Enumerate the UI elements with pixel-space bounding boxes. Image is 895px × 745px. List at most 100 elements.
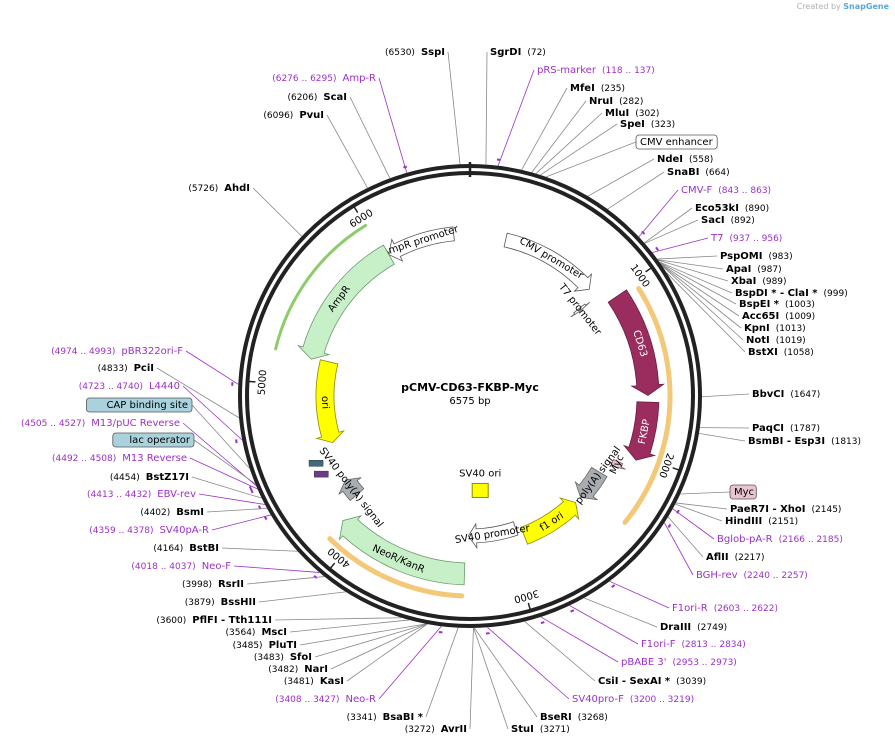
site-label-draiii[interactable]: DraIII(2749) [660,622,727,633]
site-label-l4440[interactable]: (4723 .. 4740)L4440 [79,381,180,392]
site-label-csii[interactable]: CsiI - SexAI *(3039) [598,676,706,687]
site-label-bglob[interactable]: Bglob-pA-R(2166 .. 2185) [717,534,843,545]
site-label-scai[interactable]: (6206)ScaI [287,92,347,103]
site-position: (3481) [284,677,314,687]
site-label-bsshii[interactable]: (3879)BssHII [185,597,256,608]
site-label-text: HindIII(2151) [725,516,798,527]
site-label-text: (4402)BsmI [140,507,204,518]
site-label-pbabe[interactable]: pBABE 3'(2953 .. 2973) [621,657,737,668]
site-label-bstbi[interactable]: (4164)BstBI [153,543,219,554]
site-label-eco53ki[interactable]: Eco53kI(890) [695,203,769,214]
site-label-bsmi[interactable]: (4402)BsmI [140,507,204,518]
site-label-f1ori-f[interactable]: F1ori-F(2813 .. 2834) [641,639,746,650]
site-label-bseri[interactable]: BseRI(3268) [540,712,608,723]
site-position: (999) [824,289,848,299]
site-label-bspdi[interactable]: BspDI * - ClaI *(999) [735,288,848,299]
site-label-bghrev[interactable]: BGH-rev(2240 .. 2257) [696,570,808,581]
site-label-pflfi[interactable]: (3600)PflFI - Tth111I [156,615,272,626]
site-label-avrii[interactable]: (3272)AvrII [405,724,467,735]
site-label-aflii[interactable]: AflII(2217) [706,552,765,563]
site-label-ahdi[interactable]: (5726)AhdI [188,183,250,194]
leader-line [540,616,619,663]
site-label-sspi[interactable]: (6530)SspI [385,47,445,58]
site-label-paer7i[interactable]: PaeR7I - XhoI(2145) [730,504,841,515]
site-position: (235) [601,84,625,94]
site-label-saci[interactable]: SacI(892) [701,215,755,226]
site-label-lacop[interactable]: lac operator [112,432,195,448]
site-label-kpni[interactable]: KpnI(1013) [744,323,806,334]
site-label-ndei[interactable]: NdeI(558) [657,154,713,165]
site-label-m13rev[interactable]: (4492 .. 4508)M13 Reverse [52,453,187,464]
site-label-nari[interactable]: (3482)NarI [268,664,328,675]
leader-line [487,627,570,700]
site-label-pcii[interactable]: (4833)PciI [98,363,154,374]
site-label-neof[interactable]: (4018 .. 4037)Neo-F [131,561,231,572]
site-label-sv40pro[interactable]: SV40pro-F(3200 .. 3219) [572,694,694,705]
site-name: PspOMI [720,251,762,262]
site-position: (3600) [156,616,186,626]
site-label-apai[interactable]: ApaI(987) [726,264,782,275]
leader-line [531,100,587,173]
site-label-bbvci[interactable]: BbvCI(1647) [752,389,820,400]
site-label-spei[interactable]: SpeI(323) [620,119,675,130]
site-label-mlui[interactable]: MluI(302) [605,108,659,119]
site-label-sfoi[interactable]: (3483)SfoI [254,652,312,663]
leader-line [701,393,750,398]
leader-line [659,261,733,294]
site-label-myc-box[interactable]: Myc [729,484,757,500]
site-label-acc65i[interactable]: Acc65I(1009) [742,311,815,322]
feature-sv40-promoter [467,521,519,550]
site-label-nrui[interactable]: NruI(282) [589,96,643,107]
site-label-noti[interactable]: NotI(1019) [746,335,806,346]
site-label-hindiii[interactable]: HindIII(2151) [725,516,798,527]
site-label-text: PaqCI(1787) [752,423,820,434]
site-label-rsrii[interactable]: (3998)RsrII [182,579,244,590]
site-label-kasi[interactable]: (3481)KasI [284,676,344,687]
site-label-stui[interactable]: StuI(3271) [511,724,570,735]
site-label-ampr-p[interactable]: (6276 .. 6295)Amp-R [272,73,376,84]
site-label-f1ori-r[interactable]: F1ori-R(2603 .. 2622) [672,603,778,614]
site-label-xbai[interactable]: XbaI(989) [731,276,787,287]
site-name: MscI [261,627,287,638]
site-label-ebvrev[interactable]: (4413 .. 4432)EBV-rev [87,489,196,500]
site-label-t7[interactable]: T7(937 .. 956) [710,233,782,244]
leader-line [660,263,740,317]
feature-highlight-arc [274,223,368,351]
site-label-bstz17i[interactable]: (4454)BstZ17I [110,472,189,483]
site-label-cap[interactable]: CAP binding site [86,397,193,413]
site-label-pvui[interactable]: (6096)PvuI [263,110,324,121]
site-label-m13puc[interactable]: (4505 .. 4527)M13/pUC Reverse [21,418,180,429]
site-label-neor[interactable]: (3408 .. 3427)Neo-R [275,694,376,705]
site-label-bstxi[interactable]: BstXI(1058) [748,347,814,358]
site-label-bsmbi[interactable]: BsmBI - Esp3I(1813) [748,436,861,447]
site-label-plutı[interactable]: (3485)PluTI [233,640,297,651]
leader-line [469,627,474,730]
site-label-bsabi[interactable]: (3341)BsaBI * [347,712,424,723]
site-label-cmvf[interactable]: CMV-F(843 .. 863) [681,185,771,196]
site-label-snabi[interactable]: SnaBI(664) [667,167,730,178]
leader-line [289,619,410,633]
site-label-sgrdi[interactable]: SgrDI(72) [490,47,546,58]
leader-line [378,77,408,173]
site-label-text: (4454)BstZ17I [110,472,189,483]
site-label-pbr322[interactable]: (4974 .. 4993)pBR322ori-F [51,346,183,357]
site-label-cmv-enh[interactable]: CMV enhancer [635,134,718,150]
site-position: (843 .. 863) [718,186,771,196]
site-label-mfei[interactable]: MfeI(235) [570,83,625,94]
site-label-text: (4359 .. 4378)SV40pA-R [89,525,209,536]
site-label-bspei[interactable]: BspEI *(1003) [739,299,815,310]
leader-line [659,262,737,305]
site-label-paqci[interactable]: PaqCI(1787) [752,423,820,434]
leader-line [274,617,402,621]
site-label-pspomi[interactable]: PspOMI(983) [720,251,793,262]
feature-sv40-poly-a-signal [338,477,365,502]
site-name: SpeI [620,119,645,130]
feature-ampr [296,244,395,360]
feature-sv40-promoter-label: SV40 promoter [454,523,531,546]
site-label-msci[interactable]: (3564)MscI [226,627,288,638]
site-label-sv40pa[interactable]: (4359 .. 4378)SV40pA-R [89,525,209,536]
site-position: (4974 .. 4993) [51,347,115,357]
site-position: (3272) [405,725,435,735]
site-label-text: (3879)BssHII [185,597,256,608]
site-label-prs[interactable]: pRS-marker(118 .. 137) [537,65,655,76]
